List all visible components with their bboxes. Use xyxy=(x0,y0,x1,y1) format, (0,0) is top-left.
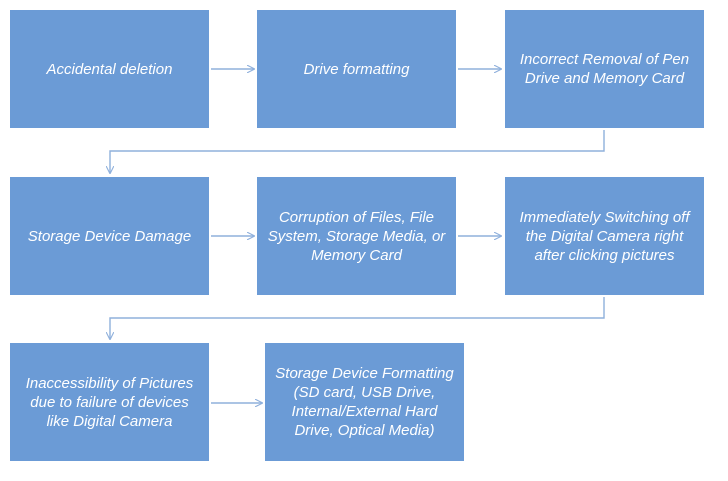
step-storage-device-damage: Storage Device Damage xyxy=(10,177,209,295)
step-storage-device-formatting: Storage Device Formatting (SD card, USB … xyxy=(265,343,464,461)
step-label: Storage Device Damage xyxy=(27,227,192,245)
step-accidental-deletion: Accidental deletion xyxy=(10,10,209,128)
step-drive-formatting: Drive formatting xyxy=(257,10,456,128)
step-incorrect-removal: Incorrect Removal of Pen Drive and Memor… xyxy=(505,10,704,128)
arrow-3-to-4 xyxy=(110,130,605,173)
step-label: Corruption of Files, File System, Storag… xyxy=(267,208,446,264)
step-label: Drive formatting xyxy=(303,60,410,78)
step-corruption-of-files: Corruption of Files, File System, Storag… xyxy=(257,177,456,295)
step-camera-switch-off: Immediately Switching off the Digital Ca… xyxy=(505,177,704,295)
step-label: Incorrect Removal of Pen Drive and Memor… xyxy=(519,51,690,87)
step-inaccessibility-of-pictures: Inaccessibility of Pictures due to failu… xyxy=(10,343,209,461)
step-label: Accidental deletion xyxy=(46,60,173,78)
step-label: Storage Device Formatting (SD card, USB … xyxy=(275,365,454,439)
step-label: Inaccessibility of Pictures due to failu… xyxy=(25,374,194,430)
arrow-6-to-7 xyxy=(110,297,605,339)
step-label: Immediately Switching off the Digital Ca… xyxy=(519,208,690,264)
